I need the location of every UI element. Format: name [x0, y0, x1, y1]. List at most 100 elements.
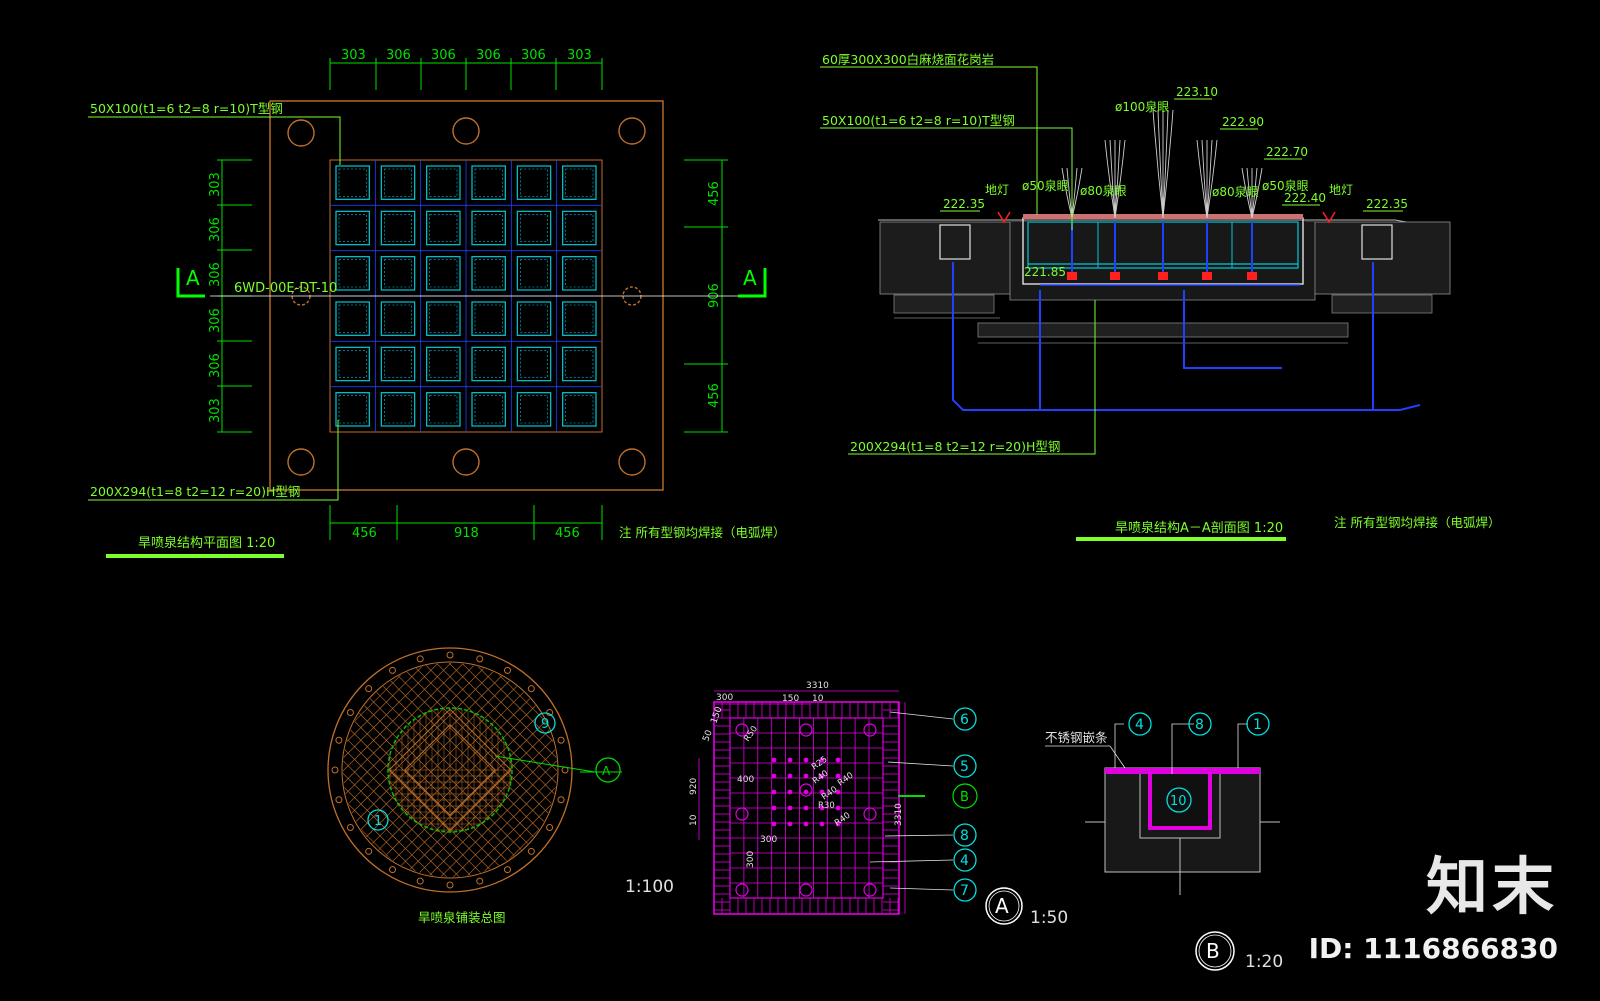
section-water-jets — [1061, 109, 1263, 219]
dim-label: 303 — [208, 172, 223, 197]
plan-grid-cell-inner — [520, 304, 548, 333]
water-jet-stream — [1071, 167, 1083, 219]
joint-marker-letter: B — [1206, 939, 1220, 963]
dim-label: 150 — [709, 705, 724, 725]
detail-large-node — [799, 883, 813, 897]
hatch-line — [386, 663, 557, 834]
plan-tsteel-callout: 50X100(t1=6 t2=8 r=10)T型钢 — [90, 101, 283, 116]
plan-grid-cell — [426, 392, 461, 427]
hatch-line — [343, 752, 468, 877]
elevation-label: 222.70 — [1266, 145, 1308, 159]
section-view: 223.10 222.90 222.70 222.40 222.35 222.3… — [820, 52, 1500, 541]
detail-border-tiles — [713, 701, 899, 914]
section-marker-circle — [595, 757, 621, 783]
plan-view: 303 306 306 306 306 303 303 306 306 306 … — [88, 48, 785, 558]
ring-bolt — [527, 685, 535, 693]
detail-outer-frame — [713, 701, 900, 915]
plan-outer-plate — [269, 100, 664, 491]
dim-label: 918 — [454, 526, 479, 541]
detail-small-node — [771, 789, 777, 795]
ring-bolt — [557, 796, 565, 804]
hatch-line — [381, 701, 553, 873]
plan-grid-cell-inner — [384, 168, 412, 197]
water-jet-stream — [1152, 109, 1164, 219]
plan-grid-cell-inner — [338, 168, 367, 197]
dim-label: 920 — [689, 778, 699, 795]
paving-plan: 9 1 A 旱喷泉铺装总图 1:100 — [327, 647, 674, 925]
plan-grid-cell-inner — [429, 259, 458, 288]
dim-label: 400 — [737, 775, 754, 785]
radius-label: R50 — [742, 724, 760, 743]
ring-bolt — [365, 685, 373, 693]
section-callouts — [820, 66, 1096, 455]
detail-small-node — [819, 789, 825, 795]
hatch-line — [379, 670, 550, 841]
detail-grid — [729, 717, 884, 899]
brand-logo: 知末 — [1425, 850, 1558, 923]
radius-label: R40 — [820, 785, 839, 803]
plan-grid-cell-inner — [520, 214, 548, 242]
plan-grid-cell — [516, 210, 552, 246]
water-jet-stream — [1201, 139, 1208, 219]
plan-grid-cell — [335, 256, 370, 291]
supply-pipe — [952, 262, 1421, 411]
ground-light-left-label: 地灯 — [985, 183, 1009, 197]
plan-grid-cell-inner — [520, 350, 548, 378]
plan-grid-cell-inner — [474, 259, 503, 288]
hatch-line — [343, 714, 506, 877]
dim-label: 306 — [208, 262, 223, 287]
dim-label: 303 — [208, 398, 223, 423]
plan-grid-cell — [562, 210, 597, 246]
ring-bolt — [335, 736, 343, 744]
joint-steel-channel — [1148, 774, 1212, 830]
detail-large-node — [735, 883, 749, 897]
elevation-label: 221.85 — [1024, 265, 1066, 279]
dim-label: 456 — [707, 383, 722, 408]
plan-title-underline — [106, 554, 284, 558]
hatch-line — [354, 695, 525, 866]
detail-small-node — [819, 805, 825, 811]
nozzle-100-label: ø100泉眼 — [1115, 100, 1169, 114]
water-jet-stream — [1251, 167, 1258, 219]
plan-grid-cell — [471, 346, 506, 382]
plan-grid-cell-inner — [338, 350, 367, 378]
plan-grid-cell — [426, 165, 461, 200]
section-title-underline — [1076, 537, 1286, 541]
ground-light-right-label: 地灯 — [1329, 183, 1353, 197]
joint-detail: 4 8 1 10 不锈钢嵌条 B 1:20 — [1045, 712, 1283, 972]
hatch-line — [439, 759, 557, 877]
marker-1-circle — [367, 809, 389, 831]
joint-label: 不锈钢嵌条 — [1045, 730, 1108, 745]
dim-label: 456 — [352, 526, 377, 541]
plan-grid-cell — [426, 346, 461, 382]
water-jet-stream — [1114, 139, 1121, 219]
detail-small-node — [819, 773, 825, 779]
plan-grid-cell — [335, 210, 370, 246]
hatch-line — [411, 663, 557, 809]
plan-grid-cell — [471, 256, 506, 291]
hatch-line — [343, 708, 512, 877]
plan-grid-cell-inner — [565, 259, 594, 288]
plan-grid-cell — [562, 346, 597, 382]
nozzle-80-right-label: ø80泉眼 — [1212, 185, 1259, 199]
plan-grid-cell-inner — [384, 214, 412, 242]
plan-grid-cell-inner — [429, 214, 458, 242]
section-tsteel-callout: 50X100(t1=6 t2=8 r=10)T型钢 — [822, 113, 1015, 128]
nozzle-50-right-label: ø50泉眼 — [1262, 179, 1309, 193]
detail-small-node — [787, 789, 793, 795]
plan-grid-cell-inner — [520, 168, 548, 197]
plan-grid-cell — [380, 301, 416, 336]
hatch-line — [432, 752, 557, 877]
ring-bolt — [446, 651, 454, 659]
elevation-label: 222.40 — [1284, 191, 1326, 205]
hatch-line — [343, 727, 493, 877]
dim-label: 303 — [341, 48, 366, 63]
paving-diamond — [388, 708, 512, 832]
dim-label: 306 — [476, 48, 501, 63]
hatch-line — [430, 663, 557, 790]
water-jet-stream — [1246, 167, 1253, 219]
water-jet-stream — [1066, 167, 1073, 219]
ring-bolt — [416, 655, 424, 663]
dim-label: 906 — [707, 283, 722, 308]
